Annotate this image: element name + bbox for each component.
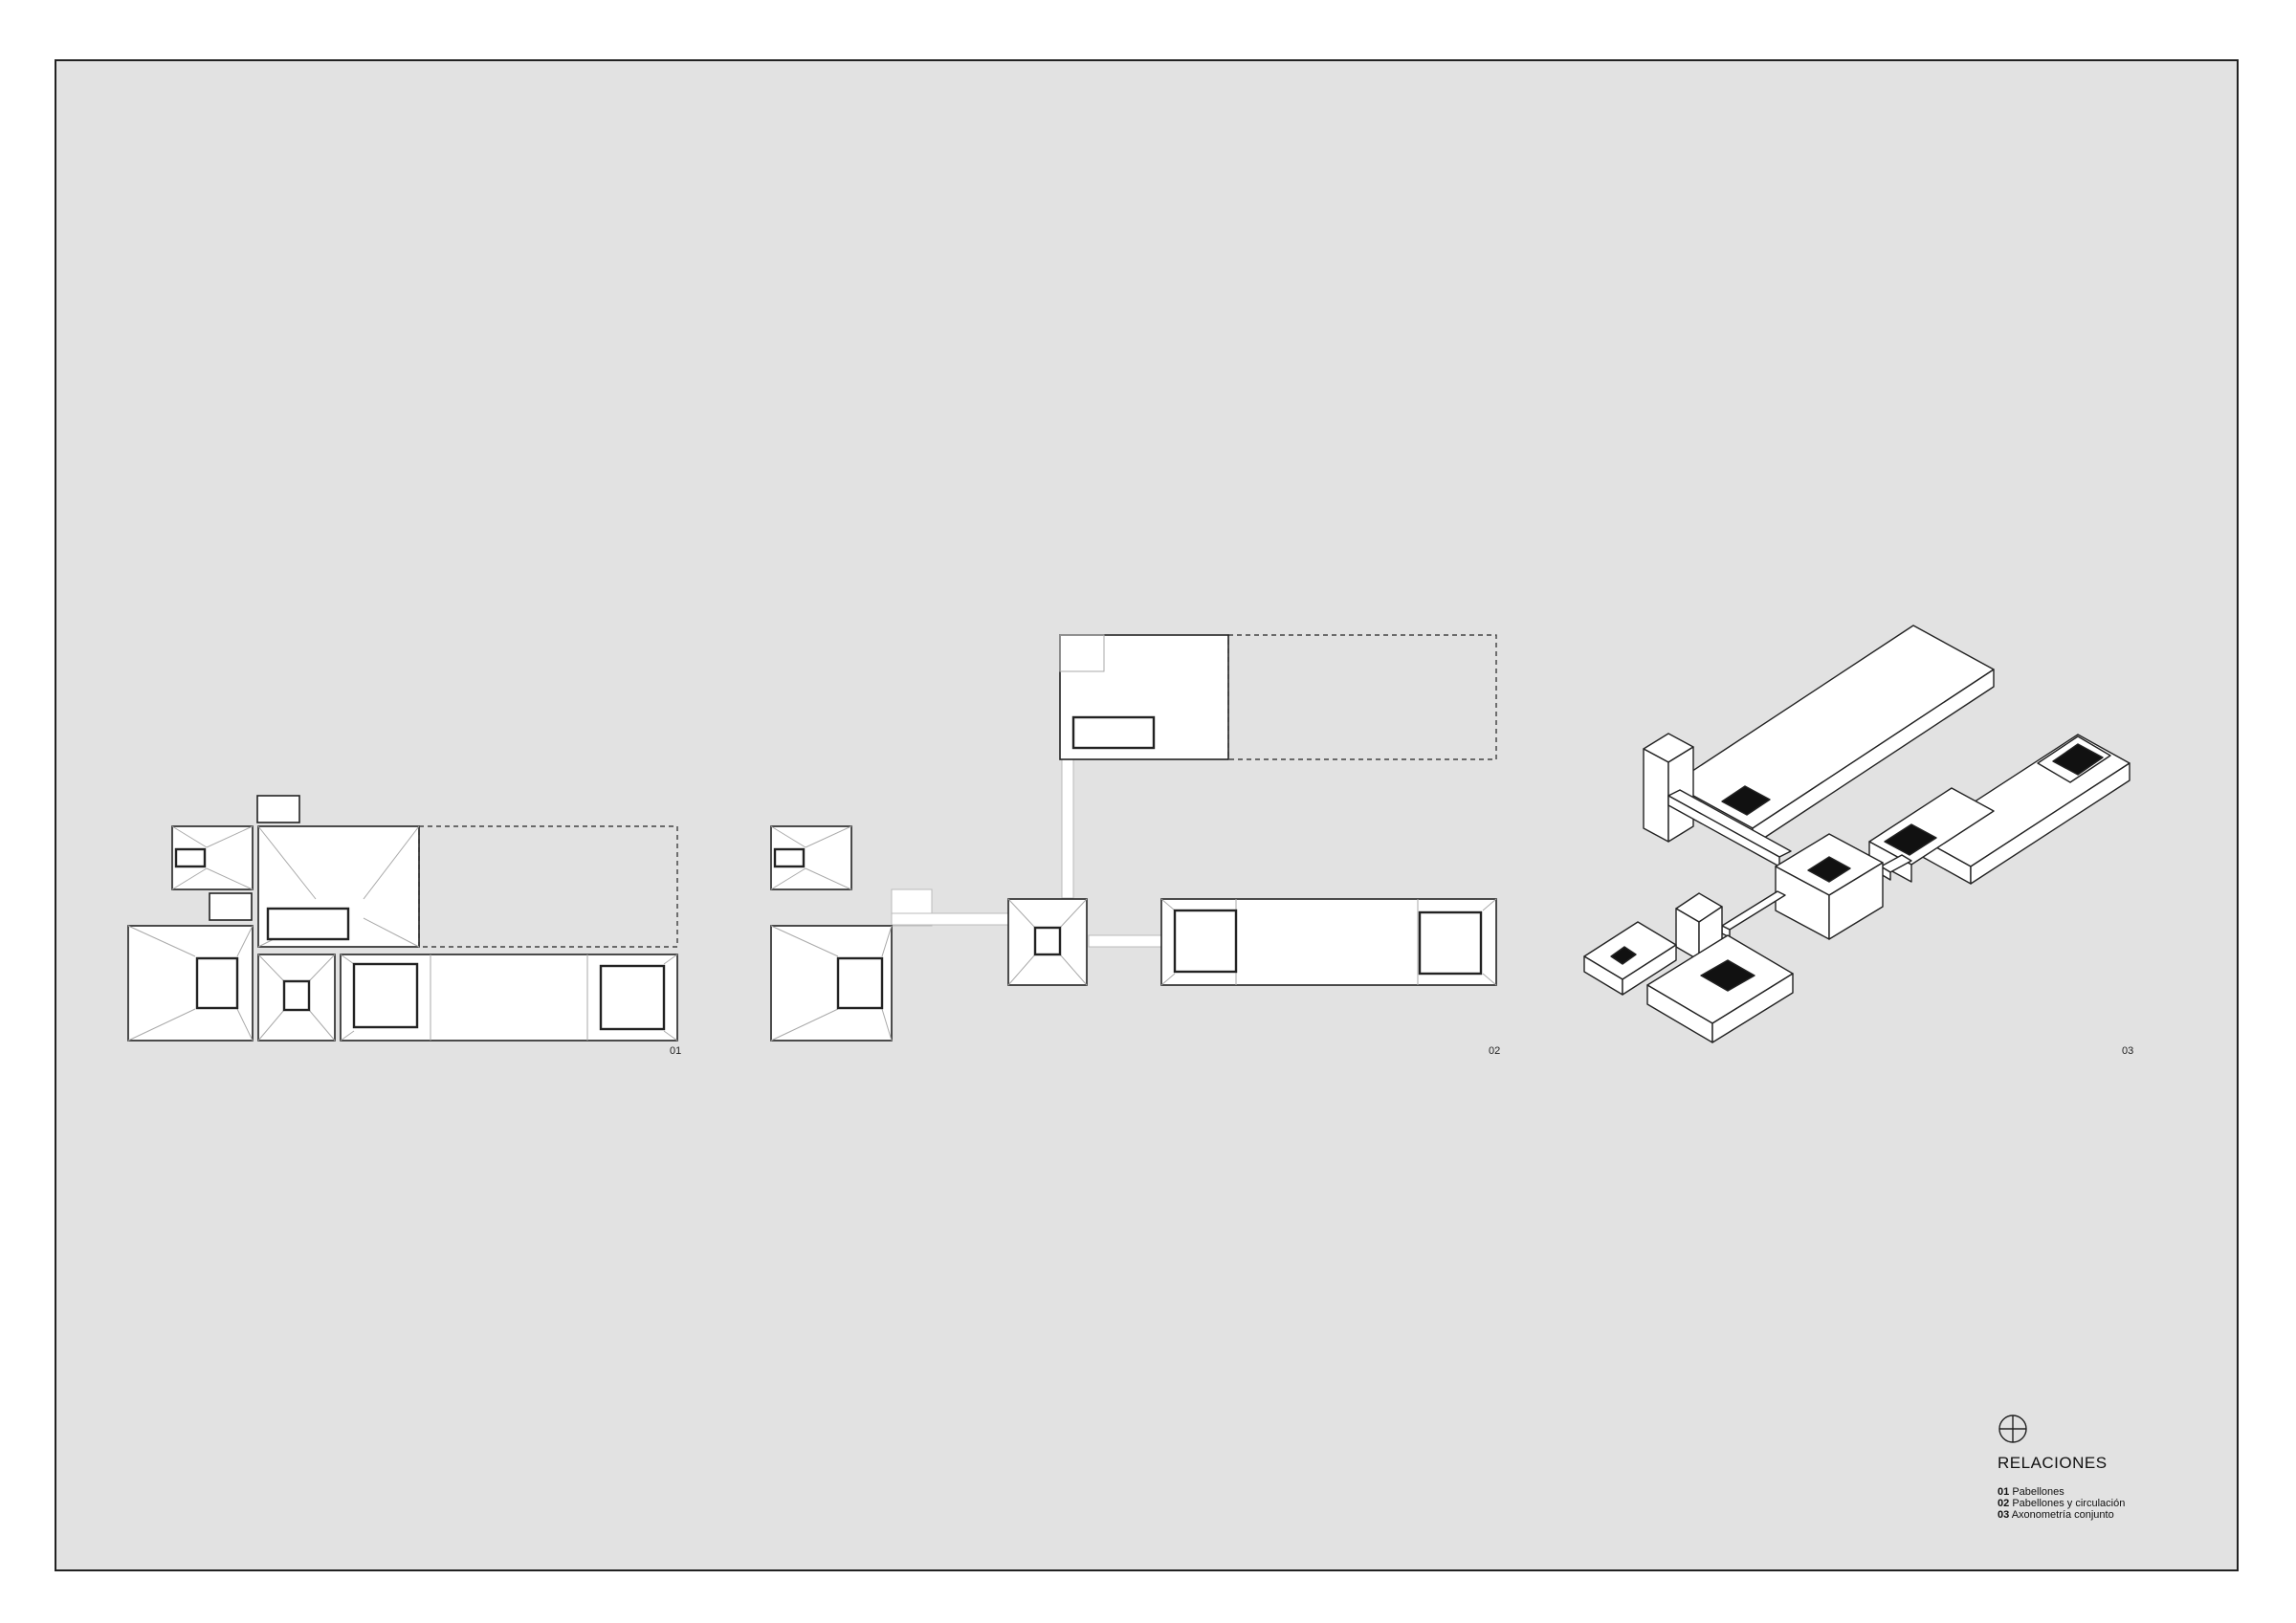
legend-item: 02 Pabellones y circulación bbox=[1998, 1498, 2126, 1509]
pavilion-b bbox=[257, 825, 678, 948]
axo-right-volume bbox=[1918, 734, 2130, 885]
pavilion-e2 bbox=[1160, 898, 1497, 986]
circulation-corridors bbox=[891, 757, 1162, 948]
figure-02-plan bbox=[770, 634, 1497, 1042]
figure-03-number: 03 bbox=[2122, 1045, 2134, 1057]
axo-small-pavilion bbox=[1583, 921, 1677, 996]
pavilion-small-mid bbox=[209, 892, 253, 921]
legend-title: RELACIONES bbox=[1998, 1454, 2108, 1472]
pavilion-b2 bbox=[1059, 634, 1497, 760]
pavilion-a bbox=[171, 825, 254, 890]
pavilion-c2 bbox=[770, 925, 893, 1042]
axo-tower-lower bbox=[1675, 892, 1723, 961]
figure-03-axonometry bbox=[1583, 625, 2130, 1043]
legend-item: 03 Axonometría conjunto bbox=[1998, 1509, 2114, 1521]
legend-items: 01 Pabellones 02 Pabellones y circulació… bbox=[1998, 1486, 2125, 1521]
drawing-sheet bbox=[55, 59, 2239, 1571]
figure-01-plan bbox=[127, 795, 678, 1042]
north-arrow-icon bbox=[1998, 1415, 2027, 1443]
axo-bridge-lower bbox=[1721, 890, 1786, 938]
pavilion-d bbox=[257, 954, 336, 1042]
legend-item: 01 Pabellones bbox=[1998, 1486, 2064, 1498]
figure-01-number: 01 bbox=[670, 1045, 682, 1057]
pavilion-a2 bbox=[770, 825, 852, 890]
pavilion-small-top bbox=[256, 795, 300, 823]
pavilion-e bbox=[340, 954, 678, 1042]
axo-central-cube bbox=[1775, 833, 1884, 940]
axo-tower-left bbox=[1643, 733, 1694, 843]
pavilion-c bbox=[127, 925, 254, 1042]
pavilion-d2 bbox=[1007, 898, 1088, 986]
figure-02-number: 02 bbox=[1489, 1045, 1501, 1057]
axo-lower-pavilion bbox=[1646, 934, 1794, 1043]
